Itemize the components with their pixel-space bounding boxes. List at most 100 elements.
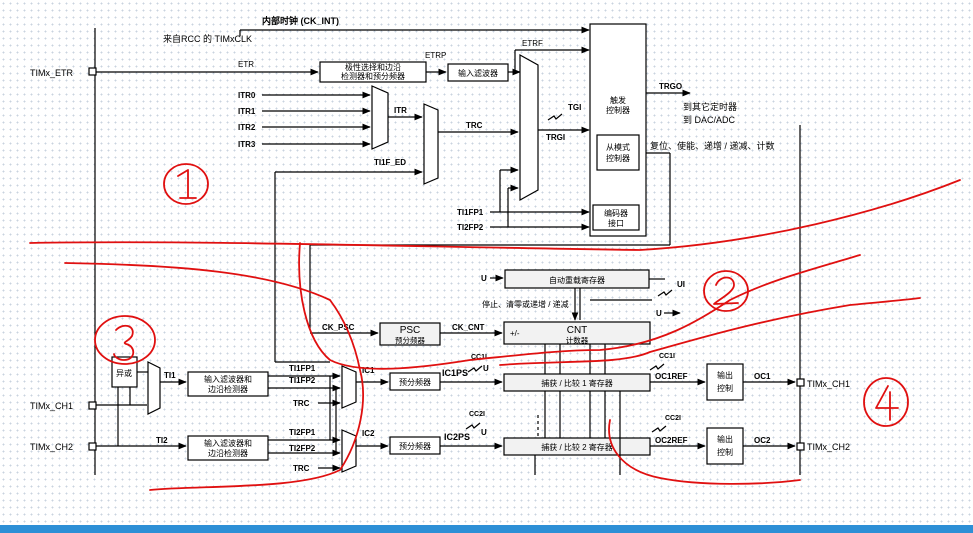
ti1fp2-label: TI1FP2 [289, 376, 316, 385]
cc2i-a-label: CC2I [469, 411, 485, 418]
ti2fp2-label: TI2FP2 [289, 444, 316, 453]
plus-minus-label: +/- [510, 329, 520, 338]
ink-boundary-left [64, 262, 364, 491]
prescaler-2-label: 预分频器 [399, 441, 431, 451]
trigger-ctrl-line1: 触发 [610, 95, 626, 105]
psc-block [379, 322, 441, 346]
input-filter-label: 输入滤波器 [458, 68, 498, 78]
filter-ch1-line1: 输入滤波器和 [204, 374, 252, 384]
trgo-label: TRGO [659, 82, 682, 91]
ti2-label: TI2 [156, 436, 168, 445]
filter-ch1-block [187, 371, 269, 397]
cc1i-b-label: CC1I [659, 353, 675, 360]
u-arr-label: U [481, 274, 487, 283]
controller-box [589, 23, 647, 237]
ui-label: UI [677, 280, 685, 289]
ti1-select-mux [147, 361, 161, 415]
ink-circle-2 [703, 270, 749, 312]
out-ctrl2-block [706, 427, 744, 465]
edge-detect-line1: 极性选择和边沿 [345, 62, 401, 72]
annotation-1: 1 [0, 0, 1, 1]
oc1-label: OC1 [754, 372, 771, 381]
cnt-title: CNT [567, 325, 588, 336]
itr1-label: ITR1 [238, 107, 256, 116]
reset-enable-label: 复位、使能、递增 / 递减、计数 [650, 140, 775, 151]
ic2ps-label: IC2PS [444, 432, 470, 442]
ic2-label: IC2 [362, 429, 375, 438]
ch2-in-pin [88, 442, 97, 451]
trigger-mux [519, 53, 539, 202]
from-rcc-label: 来自RCC 的 TIMxCLK [163, 33, 252, 44]
ink-circle-4 [863, 377, 909, 427]
ink-boundary-bottom [608, 419, 801, 485]
ic1ps-label: IC1PS [442, 368, 468, 378]
to-other-timers: 到其它定时器 [683, 101, 737, 112]
slave-mode-block [596, 134, 640, 171]
oc1ref-label: OC1REF [655, 372, 688, 381]
ccr1-label: 捕获 / 比较 1 寄存器 [541, 378, 613, 388]
trc-2-label: TRC [293, 464, 310, 473]
filter-ch2-line2: 边沿检测器 [208, 448, 248, 458]
itr2-label: ITR2 [238, 123, 256, 132]
slave-ctrl-line1: 从模式 [606, 142, 630, 152]
ti2fp1-label: TI2FP1 [289, 428, 316, 437]
timx-ch1-in-label: TIMx_CH1 [30, 401, 73, 411]
ti2fp2-top-label: TI2FP2 [457, 223, 484, 232]
ui-arrow [657, 289, 673, 297]
out-ctrl2-line2: 控制 [717, 447, 733, 457]
ti1fed-label: TI1F_ED [374, 158, 406, 167]
ti1fp1-top-label: TI1FP1 [457, 208, 484, 217]
etrp-label: ETRP [425, 51, 446, 60]
out-ctrl1-line2: 控制 [717, 383, 733, 393]
ink-number-4 [875, 385, 899, 421]
itr-label: ITR [394, 106, 407, 115]
u-cc1-label: U [483, 364, 489, 373]
ch1-in-pin [88, 401, 97, 410]
ink-circle-1 [163, 163, 209, 205]
ti1-label: TI1 [164, 371, 176, 380]
encoder-block [592, 204, 640, 231]
cnt-sub: 计数器 [566, 335, 589, 345]
ink-boundary-mid [298, 242, 861, 370]
auto-reload-label: 自动重载寄存器 [549, 275, 605, 285]
cc2i-a-arrow [465, 422, 481, 430]
ti1fp1-label: TI1FP1 [289, 364, 316, 373]
itr-mux [371, 85, 389, 150]
trgi-label: TRGI [546, 133, 565, 142]
filter-ch1-line2: 边沿检测器 [208, 384, 248, 394]
oc2-label: OC2 [754, 436, 771, 445]
u-cc2-label: U [481, 428, 487, 437]
tgi-arrow [547, 113, 563, 121]
trc-mux [423, 103, 439, 185]
ck-int-label: 内部时钟 (CK_INT) [262, 15, 339, 26]
timx-ch2-out-label: TIMx_CH2 [807, 442, 850, 452]
psc-sub: 预分频器 [395, 335, 425, 345]
prescaler-1-label: 预分频器 [399, 377, 431, 387]
out-ctrl2-line1: 输出 [717, 434, 733, 444]
ck-psc-label: CK_PSC [322, 323, 355, 332]
ic1-mux [341, 365, 357, 409]
filter-ch2-line1: 输入滤波器和 [204, 438, 252, 448]
timx-ch2-in-label: TIMx_CH2 [30, 442, 73, 452]
encoder-line2: 接口 [608, 218, 624, 228]
filter-ch2-block [187, 435, 269, 461]
timx-ch1-out-label: TIMx_CH1 [807, 379, 850, 389]
ch1-out-pin [796, 378, 805, 387]
cc1i-a-arrow [467, 365, 483, 373]
psc-title: PSC [400, 325, 421, 336]
ch2-out-pin [796, 442, 805, 451]
u-cnt-label: U [656, 309, 662, 318]
cnt-block [503, 321, 651, 345]
trc-top-label: TRC [466, 121, 483, 130]
trigger-ctrl-line2: 控制器 [606, 105, 630, 115]
bottom-accent-bar [0, 525, 973, 533]
oc2ref-label: OC2REF [655, 436, 688, 445]
tgi-label: TGI [568, 103, 581, 112]
cc1i-b-arrow [649, 363, 665, 371]
ink-circle-3 [94, 315, 156, 365]
ink-divider-horizontal [29, 179, 961, 251]
xor-label: 异或 [116, 368, 132, 378]
ccr2-label: 捕获 / 比较 2 寄存器 [541, 442, 613, 452]
